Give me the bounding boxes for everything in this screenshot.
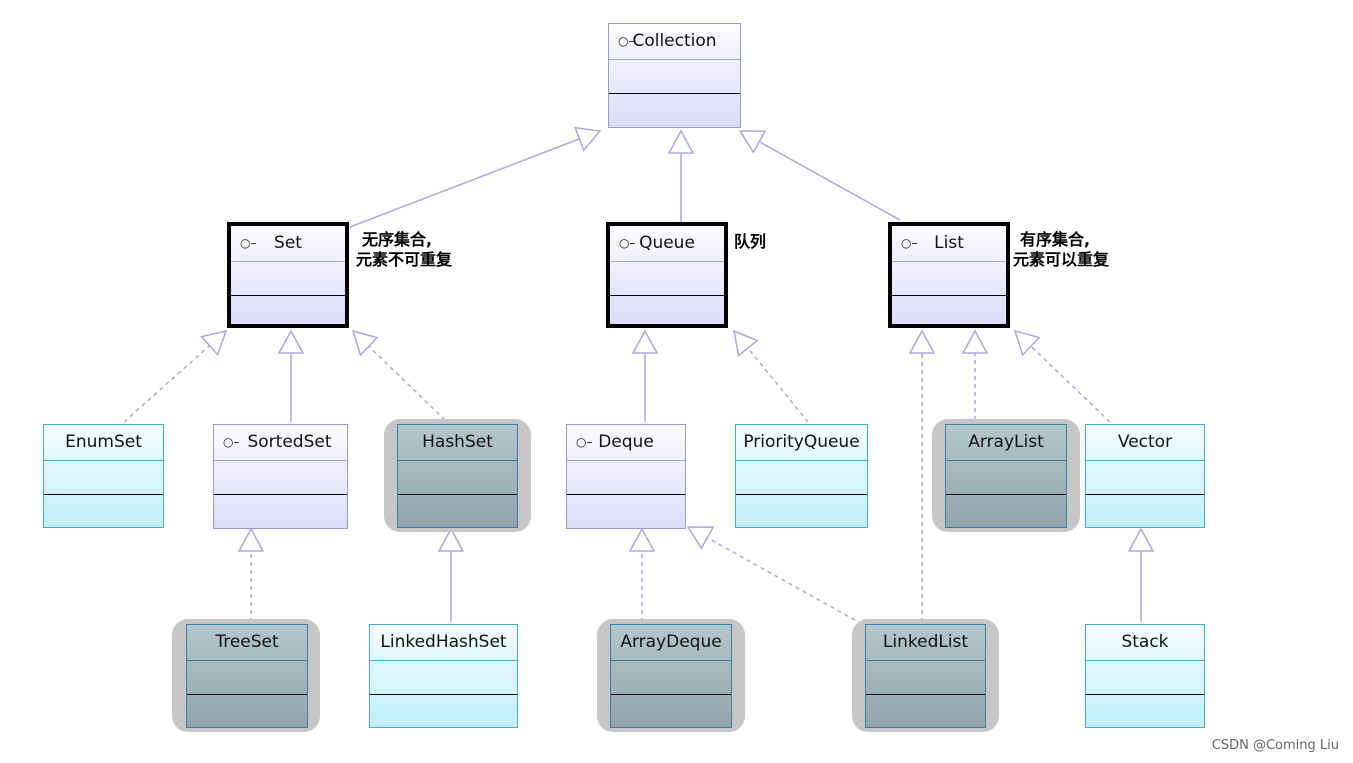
arraydeque-label: ArrayDeque bbox=[620, 632, 722, 652]
linkedhashset-to-hashset-arrowhead bbox=[437, 527, 465, 552]
priorityqueue-to-queue-arrowhead bbox=[733, 329, 759, 358]
arraylist-to-list-arrowhead bbox=[961, 329, 989, 354]
sortedset-to-set-arrowhead bbox=[277, 329, 305, 354]
hashset-label: HashSet bbox=[422, 432, 493, 452]
hashset-node: HashSet bbox=[397, 424, 518, 528]
arraylist-node: ArrayList bbox=[945, 424, 1067, 528]
collection-node: ○–Collection bbox=[608, 23, 741, 128]
arraydeque-to-deque-arrowhead bbox=[628, 527, 656, 552]
list-annotation: 有序集合, 元素可以重复 bbox=[1013, 230, 1109, 270]
enumset-to-set-edge bbox=[123, 345, 211, 423]
set-annotation-line1: 无序集合, bbox=[362, 230, 433, 249]
linkedhashset-label: LinkedHashSet bbox=[380, 632, 507, 652]
enumset-label: EnumSet bbox=[65, 432, 142, 452]
hashset-to-set-edge bbox=[368, 345, 446, 421]
deque-label: Deque bbox=[598, 432, 654, 452]
queue-annotation: 队列 bbox=[734, 232, 766, 252]
enumset-node: EnumSet bbox=[43, 424, 164, 528]
list-label: List bbox=[934, 233, 964, 253]
linkedlist-node: LinkedList bbox=[865, 624, 986, 728]
linkedhashset-node: LinkedHashSet bbox=[369, 624, 518, 728]
collection-label: Collection bbox=[632, 31, 717, 51]
list-to-collection-edge bbox=[758, 141, 901, 221]
priorityqueue-node: PriorityQueue bbox=[735, 424, 868, 528]
hashset-to-set-arrowhead bbox=[351, 329, 379, 357]
enumset-to-set-arrowhead bbox=[200, 329, 228, 357]
list-annotation-line2: 元素可以重复 bbox=[1013, 250, 1110, 269]
linkedlist-to-list-arrowhead bbox=[908, 329, 936, 354]
interface-icon: ○– bbox=[223, 435, 240, 449]
queue-annotation-text: 队列 bbox=[734, 232, 767, 251]
queue-node: ○–Queue bbox=[606, 222, 728, 328]
sortedset-label: SortedSet bbox=[247, 432, 332, 452]
set-label: Set bbox=[274, 233, 302, 253]
interface-icon: ○– bbox=[618, 34, 635, 48]
set-to-collection-arrowhead bbox=[574, 126, 602, 152]
interface-icon: ○– bbox=[619, 236, 636, 250]
vector-to-list-arrowhead bbox=[1013, 329, 1041, 357]
priorityqueue-label: PriorityQueue bbox=[743, 432, 860, 452]
priorityqueue-to-queue-edge bbox=[747, 347, 809, 423]
set-annotation: 无序集合, 元素不可重复 bbox=[356, 230, 452, 270]
interface-icon: ○– bbox=[901, 236, 918, 250]
vector-to-list-edge bbox=[1030, 345, 1111, 423]
queue-to-collection-arrowhead bbox=[667, 129, 695, 154]
edges bbox=[123, 138, 1142, 625]
sortedset-node: ○– SortedSet bbox=[213, 424, 348, 529]
set-to-collection-edge bbox=[349, 138, 580, 228]
treeset-label: TreeSet bbox=[215, 632, 279, 652]
interface-icon: ○– bbox=[240, 236, 257, 250]
treeset-node: TreeSet bbox=[186, 624, 308, 728]
arraydeque-node: ArrayDeque bbox=[610, 624, 732, 728]
linkedlist-to-deque-edge bbox=[706, 537, 863, 625]
vector-node: Vector bbox=[1085, 424, 1205, 528]
stack-label: Stack bbox=[1121, 632, 1169, 652]
treeset-to-sortedset-arrowhead bbox=[237, 527, 265, 552]
arraylist-label: ArrayList bbox=[968, 432, 1044, 452]
watermark: CSDN @Coming Liu bbox=[1211, 738, 1339, 753]
queue-label: Queue bbox=[639, 233, 695, 253]
arrowheads bbox=[200, 126, 1155, 552]
stack-to-vector-arrowhead bbox=[1127, 527, 1155, 552]
list-annotation-line1: 有序集合, bbox=[1020, 230, 1091, 249]
linkedlist-label: LinkedList bbox=[882, 632, 969, 652]
interface-icon: ○– bbox=[576, 435, 593, 449]
deque-node: ○– Deque bbox=[566, 424, 686, 529]
set-node: ○– Set bbox=[227, 222, 349, 328]
linkedlist-to-deque-arrowhead bbox=[686, 526, 715, 550]
set-annotation-line2: 元素不可重复 bbox=[356, 250, 453, 269]
list-to-collection-arrowhead bbox=[738, 130, 767, 154]
list-node: ○– List bbox=[888, 222, 1010, 328]
vector-label: Vector bbox=[1117, 432, 1173, 452]
stack-node: Stack bbox=[1085, 624, 1205, 728]
deque-to-queue-arrowhead bbox=[631, 329, 659, 354]
